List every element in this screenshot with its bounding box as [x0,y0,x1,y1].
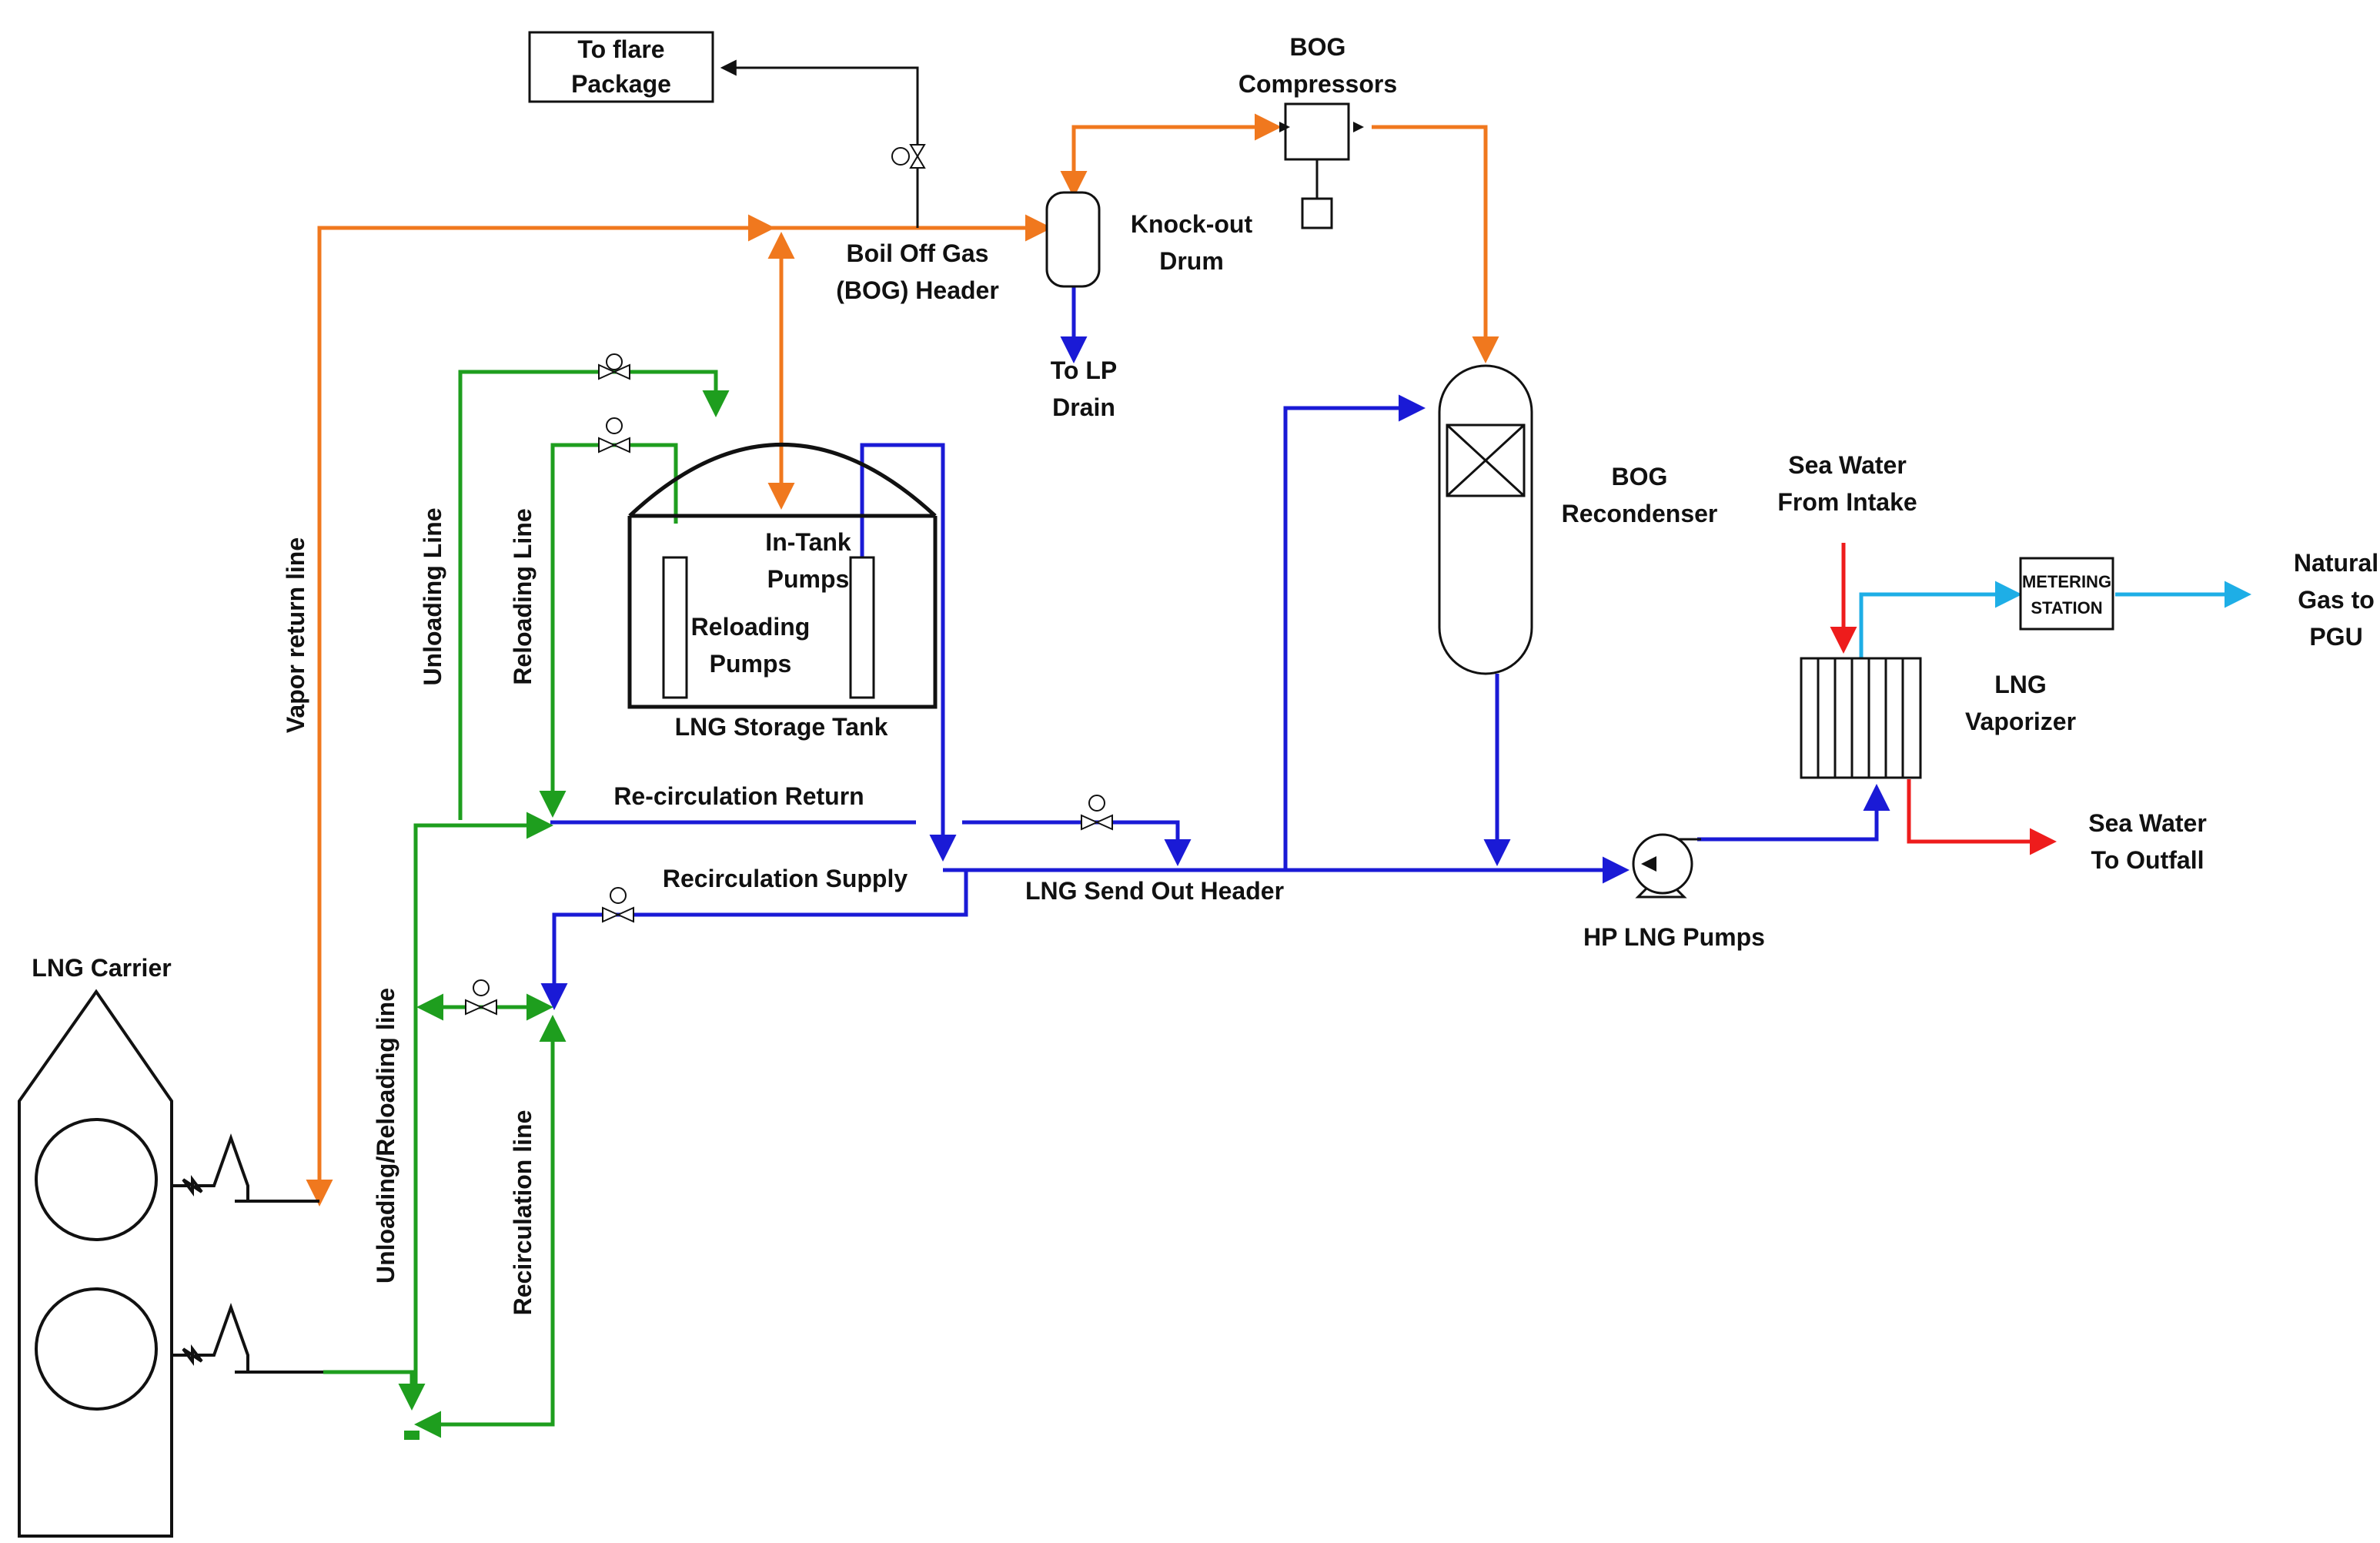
carrier-lower-connection [323,1370,426,1411]
vaporizer-label-1: LNG [1994,671,2047,698]
bog-header-label-1: Boil Off Gas [847,239,989,267]
hp-lng-pump [1632,833,1701,899]
hp-pump-discharge [1697,784,1890,842]
loading-arm-upper [172,1133,319,1203]
lng-lines [540,285,1890,1010]
seawater-outfall-line [1907,779,2057,855]
flare-package-label-2: Package [571,70,671,98]
recirc-valve-branch [962,820,1192,866]
storage-tank-label: LNG Storage Tank [675,713,888,741]
bog-compressors-label-2: Compressors [1238,70,1397,98]
natgas-label-3: PGU [2309,623,2362,651]
recirc-supply-label: Recirculation Supply [663,865,908,892]
flare-package-box [528,31,714,103]
lp-drain-label-2: Drain [1052,393,1115,421]
reloading-valve [598,417,630,454]
recondenser-label-2: Recondenser [1562,500,1718,527]
seawater-intake-label-1: Sea Water [1788,451,1907,479]
vaporizer-to-metering-line [1859,581,2022,658]
flare-valve [891,144,926,169]
flare-line [720,59,919,228]
unloading-line [458,370,730,820]
lng-carrier [18,989,173,1538]
seawater-outfall-label-2: To Outfall [2091,846,2205,874]
vapor-return-label: Vapor return line [282,537,309,733]
recondenser-feed-line [1283,394,1426,870]
recirculation-line-label: Recirculation line [509,1110,537,1316]
lng-carrier-label: LNG Carrier [32,954,171,982]
bog-header-label-2: (BOG) Header [836,276,999,304]
seawater-lines [1830,543,2057,855]
recirc-supply-line [540,870,968,1010]
recirculation-line [414,1015,567,1438]
crossover-valve [465,979,497,1016]
reloading-line [539,443,678,818]
vapor-return-line [306,214,775,1207]
natgas-label-2: Gas to [2298,586,2375,614]
recirc-return-label: Re-circulation Return [613,782,864,810]
lng-vaporizer [1800,657,1922,779]
unloading-line-label: Unloading Line [419,507,446,685]
natgas-lines [1859,581,2251,658]
metering-label-1: METERING [2022,572,2111,591]
reloading-pumps-label-2: Pumps [710,650,792,678]
bog-lines [306,113,1499,1207]
hp-pumps-label: HP LNG Pumps [1583,923,1765,951]
seawater-outfall-label-1: Sea Water [2088,809,2207,837]
hp-pump-inlet-arrow [1641,856,1656,872]
metering-station-box [2019,557,2114,631]
reloading-pump [662,556,688,699]
knockout-label-1: Knock-out [1131,210,1253,238]
flare-package-label-1: To flare [577,35,664,63]
recondenser-label-1: BOG [1612,463,1668,490]
in-tank-pumps-label-2: Pumps [767,565,850,593]
recirc-return-valve [1081,795,1113,831]
reloading-pumps-label-1: Reloading [691,613,811,641]
bog-compressors-label-1: BOG [1290,33,1346,61]
compressor-outlet-arrow [1353,122,1364,132]
natgas-label-1: Natural [2294,549,2378,577]
compressor-to-recondenser-line [1372,125,1499,363]
unloading-valve [598,353,630,380]
bog-recondenser [1438,364,1533,675]
knockout-drum [1045,191,1101,288]
reloading-line-label: Reloading Line [509,508,537,684]
knockout-label-2: Drum [1159,247,1224,275]
metering-label-2: STATION [2031,598,2102,618]
compressor-inlet-arrow [1279,122,1290,132]
knockout-to-compressor-line [1060,113,1282,198]
recirc-supply-valve [602,887,634,923]
bog-compressor [1284,102,1350,229]
lng-storage-tank [627,443,938,709]
in-tank-pump [849,556,875,699]
in-tank-pump-discharge [860,443,957,862]
vaporizer-label-2: Vaporizer [1965,708,2076,735]
unloading-reloading-label: Unloading/Reloading line [372,988,399,1284]
send-out-header-label: LNG Send Out Header [1025,877,1284,905]
line-valves [465,353,1113,1016]
in-tank-pumps-label-1: In-Tank [765,528,851,556]
loading-arm-lower [172,1303,323,1374]
lp-drain-label-1: To LP [1051,356,1118,384]
seawater-intake-label-2: From Intake [1777,488,1917,516]
manifold-drain-symbol [404,1431,420,1440]
